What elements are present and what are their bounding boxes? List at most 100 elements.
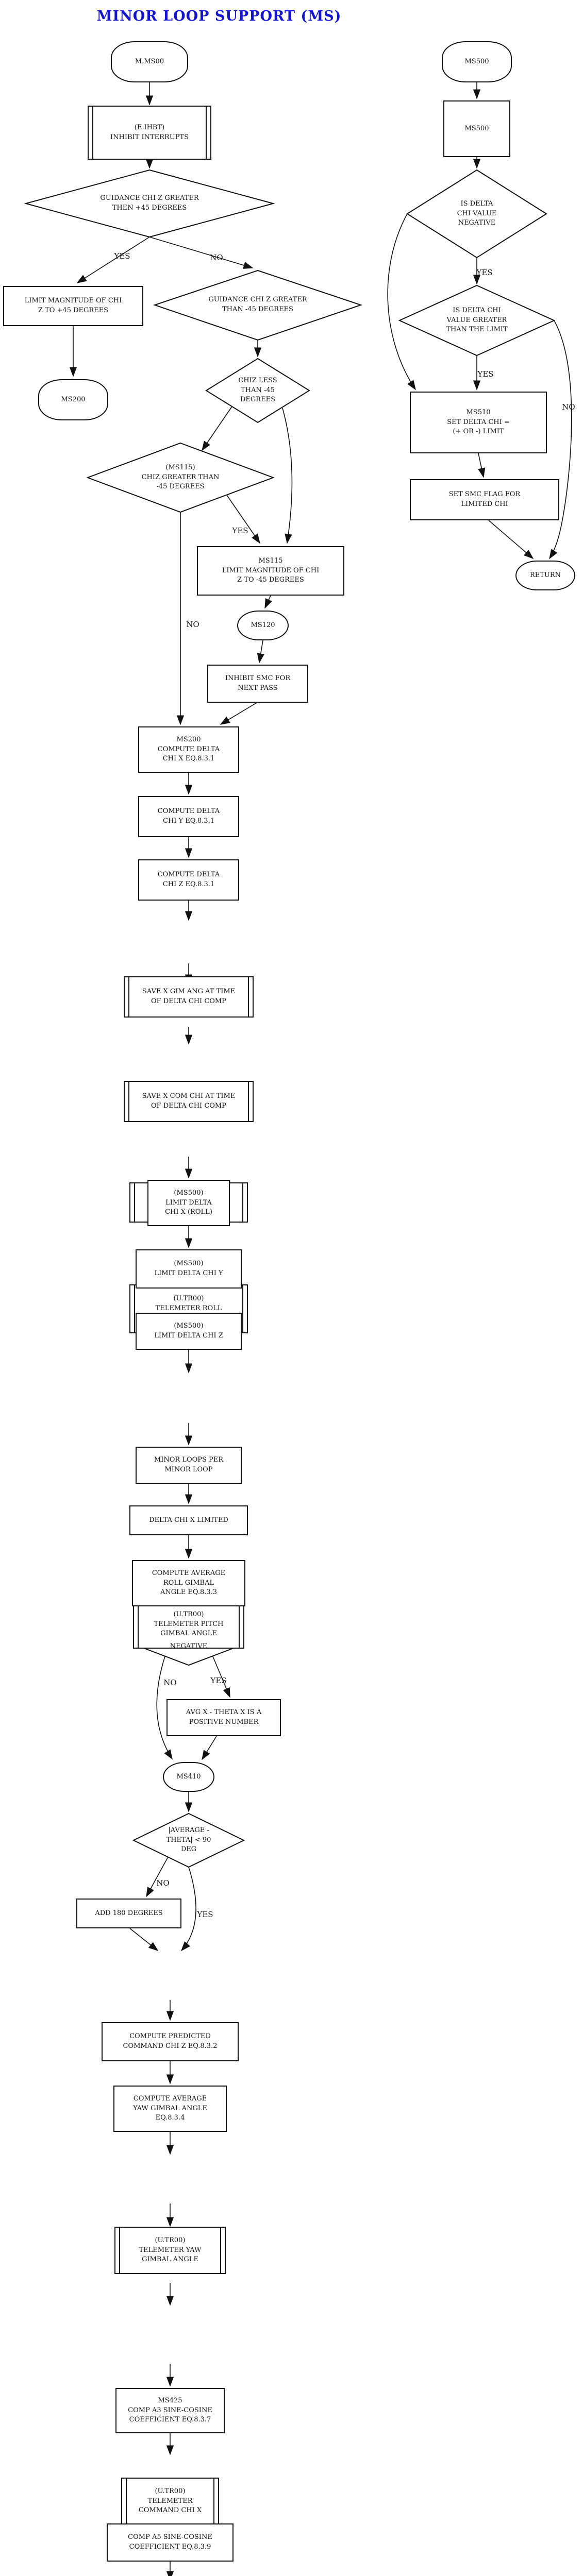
node-label: COMPUTE DELTA CHI Y EQ.8.3.1 (157, 807, 220, 825)
node-label: NEGATIVE (170, 1642, 208, 1650)
terminal-m-ms00: M.MS00 (111, 41, 188, 82)
process-minor-loops: MINOR LOOPS PER MINOR LOOP (136, 1447, 242, 1484)
process-ms500: MS500 (443, 100, 510, 157)
node-label: COMPUTE PREDICTED COMMAND CHI Z EQ.8.3.2 (123, 2032, 218, 2050)
process-limit-chi-z-p45: LIMIT MAGNITUDE OF CHI Z TO +45 DEGREES (3, 286, 143, 326)
node-label: (MS500) LIMIT DELTA CHI X (ROLL) (165, 1189, 212, 1216)
decision-is-delta-chi-gt-limit: IS DELTA CHI VALUE GREATER THAN THE LIMI… (428, 302, 526, 338)
decision-is-delta-chi-negative-shape (406, 169, 547, 259)
node-label: CHIZ LESS THAN -45 DEGREES (238, 376, 277, 404)
process-ms425-comp-a3: MS425 COMP A3 SINE-COSINE COEFFICIENT EQ… (115, 2388, 225, 2433)
node-label: SAVE X GIM ANG AT TIME OF DELTA CHI COMP (142, 988, 236, 1005)
decision-guidance-chi-z-gt-m45: GUIDANCE CHI Z GREATER THAN -45 DEGREES (180, 287, 335, 323)
decision-guidance-chi-z-gt-p45: GUIDANCE CHI Z GREATER THEN +45 DEGREES (72, 185, 227, 222)
node-label: AVG X - THETA X IS A POSITIVE NUMBER (186, 1708, 262, 1726)
page-title: MINOR LOOP SUPPORT (MS) (96, 8, 342, 24)
node-label: (MS500) LIMIT DELTA CHI Y (154, 1260, 223, 1277)
process-set-smc-flag: SET SMC FLAG FOR LIMITED CHI (410, 479, 559, 520)
node-label: IS DELTA CHI VALUE NEGATIVE (457, 199, 497, 227)
decision-is-delta-chi-negative: IS DELTA CHI VALUE NEGATIVE (438, 193, 515, 234)
node-label: (MS500) LIMIT DELTA CHI Z (154, 1322, 223, 1340)
decision-negative: NEGATIVE (153, 1637, 225, 1656)
node-label: (U.TR00) TELEMETER COMMAND CHI X (138, 2487, 202, 2515)
terminal-ms500: MS500 (442, 41, 512, 82)
node-label: (U.TR00) TELEMETER YAW GIMBAL ANGLE (139, 2236, 202, 2264)
process-compute-dchi-z: COMPUTE DELTA CHI Z EQ.8.3.1 (138, 859, 239, 901)
predefined-save-x-gim-ang: SAVE X GIM ANG AT TIME OF DELTA CHI COMP (124, 976, 254, 1018)
node-label: IS DELTA CHI VALUE GREATER THAN THE LIMI… (446, 306, 508, 334)
decision-guidance-chi-z-gt-m45-shape (153, 269, 363, 341)
process-limit-dchi-y: (MS500) LIMIT DELTA CHI Y (136, 1249, 242, 1289)
decision-is-delta-chi-gt-limit-shape (398, 284, 556, 357)
process-compute-avg-roll: COMPUTE AVERAGE ROLL GIMBAL ANGLE EQ.8.3… (132, 1560, 245, 1606)
process-comp-a5: COMP A5 SINE-COSINE COEFFICIENT EQ.8.3.9 (107, 2523, 234, 2562)
node-label: (MS115) CHIZ GREATER THAN -45 DEGREES (141, 463, 220, 491)
terminal-ms410: MS410 (163, 1762, 214, 1792)
predefined-telemeter-yaw-gimbal: (U.TR00) TELEMETER YAW GIMBAL ANGLE (114, 2227, 226, 2274)
terminal-ms120-connector: MS120 (237, 611, 289, 640)
process-add-180: ADD 180 DEGREES (76, 1899, 181, 1928)
node-label: MS200 (61, 395, 86, 403)
predefined-inhibit-interrupts-1: (E.IHBT) INHIBIT INTERRUPTS (88, 106, 211, 160)
process-ms200-compute-dchi-x: MS200 COMPUTE DELTA CHI X EQ.8.3.1 (138, 726, 239, 773)
node-label: GUIDANCE CHI Z GREATER THEN +45 DEGREES (100, 194, 199, 212)
decision-guidance-chi-z-gt-p45-shape (24, 169, 275, 238)
node-label: MINOR LOOPS PER MINOR LOOP (154, 1456, 224, 1473)
process-delta-chi-x-limited: DELTA CHI X LIMITED (129, 1505, 248, 1535)
edge-label-no-ms115: NO (186, 620, 199, 629)
decision-ms115: (MS115) CHIZ GREATER THAN -45 DEGREES (124, 457, 237, 498)
edge-label-yes-dchi-neg: YES (476, 268, 493, 277)
node-label: SET SMC FLAG FOR LIMITED CHI (448, 490, 521, 508)
node-label: MS115 LIMIT MAGNITUDE OF CHI Z TO -45 DE… (222, 556, 320, 584)
process-ms115-limit: MS115 LIMIT MAGNITUDE OF CHI Z TO -45 DE… (197, 546, 344, 596)
node-label: ADD 180 DEGREES (95, 1909, 163, 1917)
process-inhibit-smc: INHIBIT SMC FOR NEXT PASS (207, 665, 308, 703)
decision-chiz-lt-m45-shape (205, 358, 310, 423)
edge-label-yes-guid-p45: YES (114, 251, 130, 261)
node-label: GUIDANCE CHI Z GREATER THAN -45 DEGREES (208, 296, 307, 313)
node-label: MS510 SET DELTA CHI = (+ OR -) LIMIT (447, 408, 510, 436)
node-label: MS200 COMPUTE DELTA CHI X EQ.8.3.1 (157, 735, 220, 763)
process-limit-dchi-z: (MS500) LIMIT DELTA CHI Z (136, 1313, 242, 1350)
predefined-save-x-com-chi: SAVE X COM CHI AT TIME OF DELTA CHI COMP (124, 1081, 254, 1122)
process-compute-predicted-chi-z: COMPUTE PREDICTED COMMAND CHI Z EQ.8.3.2 (102, 2022, 239, 2061)
node-label: COMPUTE AVERAGE YAW GIMBAL ANGLE EQ.8.3.… (133, 2094, 207, 2122)
edge-label-no-avg-lt-90: NO (156, 1878, 170, 1888)
process-avg-theta-positive: AVG X - THETA X IS A POSITIVE NUMBER (166, 1699, 281, 1736)
edge-label-yes-dchi-gt-limit: YES (477, 369, 494, 379)
node-label: MS120 (251, 621, 275, 629)
process-compute-avg-yaw: COMPUTE AVERAGE YAW GIMBAL ANGLE EQ.8.3.… (113, 2086, 227, 2132)
edge-label-yes-negative: YES (210, 1676, 227, 1685)
decision-chiz-lt-m45: CHIZ LESS THAN -45 DEGREES (219, 370, 296, 411)
decision-ms115-shape (86, 442, 275, 513)
node-label: SAVE X COM CHI AT TIME OF DELTA CHI COMP (142, 1092, 236, 1110)
terminal-ms200-connector: MS200 (38, 379, 108, 420)
node-label: LIMIT MAGNITUDE OF CHI Z TO +45 DEGREES (24, 297, 122, 314)
node-label: DELTA CHI X LIMITED (149, 1516, 228, 1524)
node-label: MS425 COMP A3 SINE-COSINE COEFFICIENT EQ… (128, 2396, 212, 2424)
predefined-telemeter-command-chi-x: (U.TR00) TELEMETER COMMAND CHI X (121, 2478, 219, 2525)
edge-label-no-dchi-gt-limit: NO (562, 402, 575, 412)
node-label: |AVERAGE - THETA| < 90 DEG (166, 1826, 211, 1854)
decision-avg-theta-lt-90-shape (132, 1812, 245, 1868)
process-ms510-set-delta-chi: MS510 SET DELTA CHI = (+ OR -) LIMIT (410, 392, 547, 453)
predefined-telemeter-pitch-gimbal: (U.TR00) TELEMETER PITCH GIMBAL ANGLE (133, 1600, 244, 1649)
node-label: INHIBIT SMC FOR NEXT PASS (225, 674, 291, 692)
node-label: MS500 (464, 124, 489, 132)
node-label: COMPUTE DELTA CHI Z EQ.8.3.1 (157, 871, 220, 888)
node-label: M.MS00 (135, 57, 164, 65)
edge-label-no-negative: NO (163, 1678, 177, 1687)
node-label: COMP A5 SINE-COSINE COEFFICIENT EQ.8.3.9 (128, 2533, 212, 2551)
process-compute-dchi-y: COMPUTE DELTA CHI Y EQ.8.3.1 (138, 796, 239, 837)
node-label: (U.TR00) TELEMETER PITCH GIMBAL ANGLE (154, 1610, 224, 1638)
node-label: (E.IHBT) INHIBIT INTERRUPTS (110, 123, 189, 141)
edge-label-yes-ms115: YES (232, 526, 248, 535)
edge-label-no-guid-p45: NO (210, 253, 223, 262)
decision-avg-theta-lt-90: |AVERAGE - THETA| < 90 DEG (155, 1822, 222, 1858)
node-label: MS410 (176, 1772, 201, 1781)
node-label: COMPUTE AVERAGE ROLL GIMBAL ANGLE EQ.8.3… (152, 1569, 226, 1597)
node-label: MS500 (464, 57, 489, 65)
node-label: RETURN (529, 571, 561, 579)
